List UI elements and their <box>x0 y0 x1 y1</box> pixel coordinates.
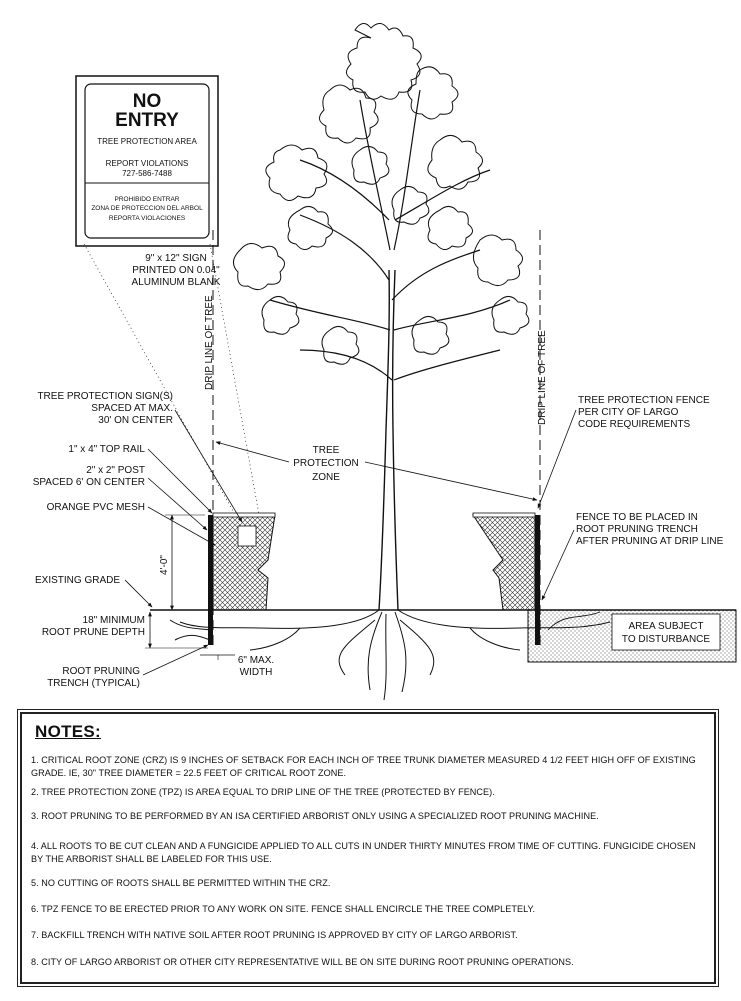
sign-spanish-1: PROHIBIDO ENTRAR <box>114 196 179 203</box>
note-item-8: 8. City of Largo arborist or other city … <box>31 957 574 967</box>
existing-grade-label: EXISTING GRADE <box>35 575 120 586</box>
tree-canopy <box>233 23 530 365</box>
svg-text:9" x 12" SIGN: 9" x 12" SIGN <box>145 253 207 264</box>
svg-text:6" MAX.: 6" MAX. <box>238 655 274 666</box>
svg-text:ROOT PRUNE DEPTH: ROOT PRUNE DEPTH <box>42 627 145 638</box>
svg-text:30' ON CENTER: 30' ON CENTER <box>98 415 173 426</box>
note-item-1: 1. Critical root zone (CRZ) is 9 inches … <box>31 755 696 778</box>
top-rail-label: 1" x 4" TOP RAIL <box>68 444 145 455</box>
width-label: 6" MAX. WIDTH <box>238 655 274 678</box>
drip-line-left-label: DRIP LINE OF TREE <box>204 295 215 390</box>
notes-title: NOTES: <box>35 722 102 741</box>
svg-text:CODE REQUIREMENTS: CODE REQUIREMENTS <box>578 419 691 430</box>
note-item-6: 6. TPZ fence to be erected prior to any … <box>31 904 536 914</box>
note-item-7: 7. Backfill trench with native soil afte… <box>31 930 518 940</box>
sign-report-text: REPORT VIOLATIONS <box>106 159 189 168</box>
fence-sign <box>237 525 257 547</box>
svg-text:ZONE: ZONE <box>312 472 340 483</box>
notes-panel: NOTES: 1. Critical root zone (CRZ) is 9 … <box>17 709 719 987</box>
svg-text:18" MINIMUM: 18" MINIMUM <box>83 615 145 626</box>
no-entry-sign: NO ENTRY TREE PROTECTION AREA REPORT VIO… <box>75 75 219 247</box>
svg-text:ALUMINUM BLANK: ALUMINUM BLANK <box>132 277 221 288</box>
svg-text:PER CITY OF LARGO: PER CITY OF LARGO <box>578 407 679 418</box>
note-item-4: 4. All roots to be cut clean and a fungi… <box>31 841 696 864</box>
sign-spec-note: 9" x 12" SIGN PRINTED ON 0.04" ALUMINUM … <box>132 253 221 288</box>
svg-text:TREE: TREE <box>313 445 340 456</box>
sign-spacing-label: TREE PROTECTION SIGN(S) SPACED AT MAX. 3… <box>37 391 173 426</box>
svg-text:TRENCH (TYPICAL): TRENCH (TYPICAL) <box>47 678 140 689</box>
svg-text:FENCE TO BE PLACED IN: FENCE TO BE PLACED IN <box>576 512 698 523</box>
drip-line-right-label: DRIP LINE OF TREE <box>537 330 548 425</box>
fence-height-label: 4'-0" <box>159 555 170 575</box>
note-item-2: 2. Tree protection zone (TPZ) is area eq… <box>31 787 495 797</box>
tree-protection-detail-drawing: NO ENTRY TREE PROTECTION AREA REPORT VIO… <box>33 23 737 701</box>
svg-text:TO DISTURBANCE: TO DISTURBANCE <box>622 634 710 645</box>
svg-text:SPACED 6' ON CENTER: SPACED 6' ON CENTER <box>33 477 145 488</box>
fence-requirements-label: TREE PROTECTION FENCE PER CITY OF LARGO … <box>578 395 710 430</box>
prune-depth-label: 18" MINIMUM ROOT PRUNE DEPTH <box>42 615 145 638</box>
svg-text:PRINTED ON 0.04": PRINTED ON 0.04" <box>132 265 220 276</box>
sign-no-text: NO <box>133 91 162 112</box>
sign-spanish-3: REPORTA VIOLACIONES <box>109 215 186 222</box>
tree-illustration <box>179 23 611 701</box>
fence-right <box>472 512 540 645</box>
sign-entry-text: ENTRY <box>115 110 179 131</box>
svg-text:TREE PROTECTION SIGN(S): TREE PROTECTION SIGN(S) <box>37 391 173 402</box>
svg-text:WIDTH: WIDTH <box>240 667 273 678</box>
sign-area-text: TREE PROTECTION AREA <box>97 137 197 146</box>
note-item-3: 3. Root pruning to be performed by an IS… <box>31 811 599 821</box>
svg-text:AFTER PRUNING AT DRIP LINE: AFTER PRUNING AT DRIP LINE <box>576 536 724 547</box>
svg-text:AREA SUBJECT: AREA SUBJECT <box>628 621 703 632</box>
sign-phone-text: 727-586-7488 <box>122 169 172 178</box>
fence-placement-label: FENCE TO BE PLACED IN ROOT PRUNING TRENC… <box>576 512 724 547</box>
sign-spanish-2: ZONA DE PROTECCION DEL ARBOL <box>91 205 203 212</box>
svg-text:ROOT PRUNING TRENCH: ROOT PRUNING TRENCH <box>576 524 698 535</box>
svg-text:ROOT PRUNING: ROOT PRUNING <box>62 666 140 677</box>
post-label: 2" x 2" POST SPACED 6' ON CENTER <box>33 465 145 488</box>
svg-text:SPACED AT MAX.: SPACED AT MAX. <box>91 403 173 414</box>
svg-text:2" x 2" POST: 2" x 2" POST <box>86 465 145 476</box>
trench-label: ROOT PRUNING TRENCH (TYPICAL) <box>47 666 140 689</box>
disturbance-label: AREA SUBJECT TO DISTURBANCE <box>611 613 721 651</box>
svg-text:PROTECTION: PROTECTION <box>293 458 359 469</box>
mesh-label: ORANGE PVC MESH <box>47 502 145 513</box>
note-item-5: 5. No cutting of roots shall be permitte… <box>31 878 331 888</box>
tree-protection-zone-label: TREE PROTECTION ZONE <box>293 445 359 483</box>
svg-text:TREE PROTECTION FENCE: TREE PROTECTION FENCE <box>578 395 710 406</box>
fence-left <box>208 512 276 645</box>
